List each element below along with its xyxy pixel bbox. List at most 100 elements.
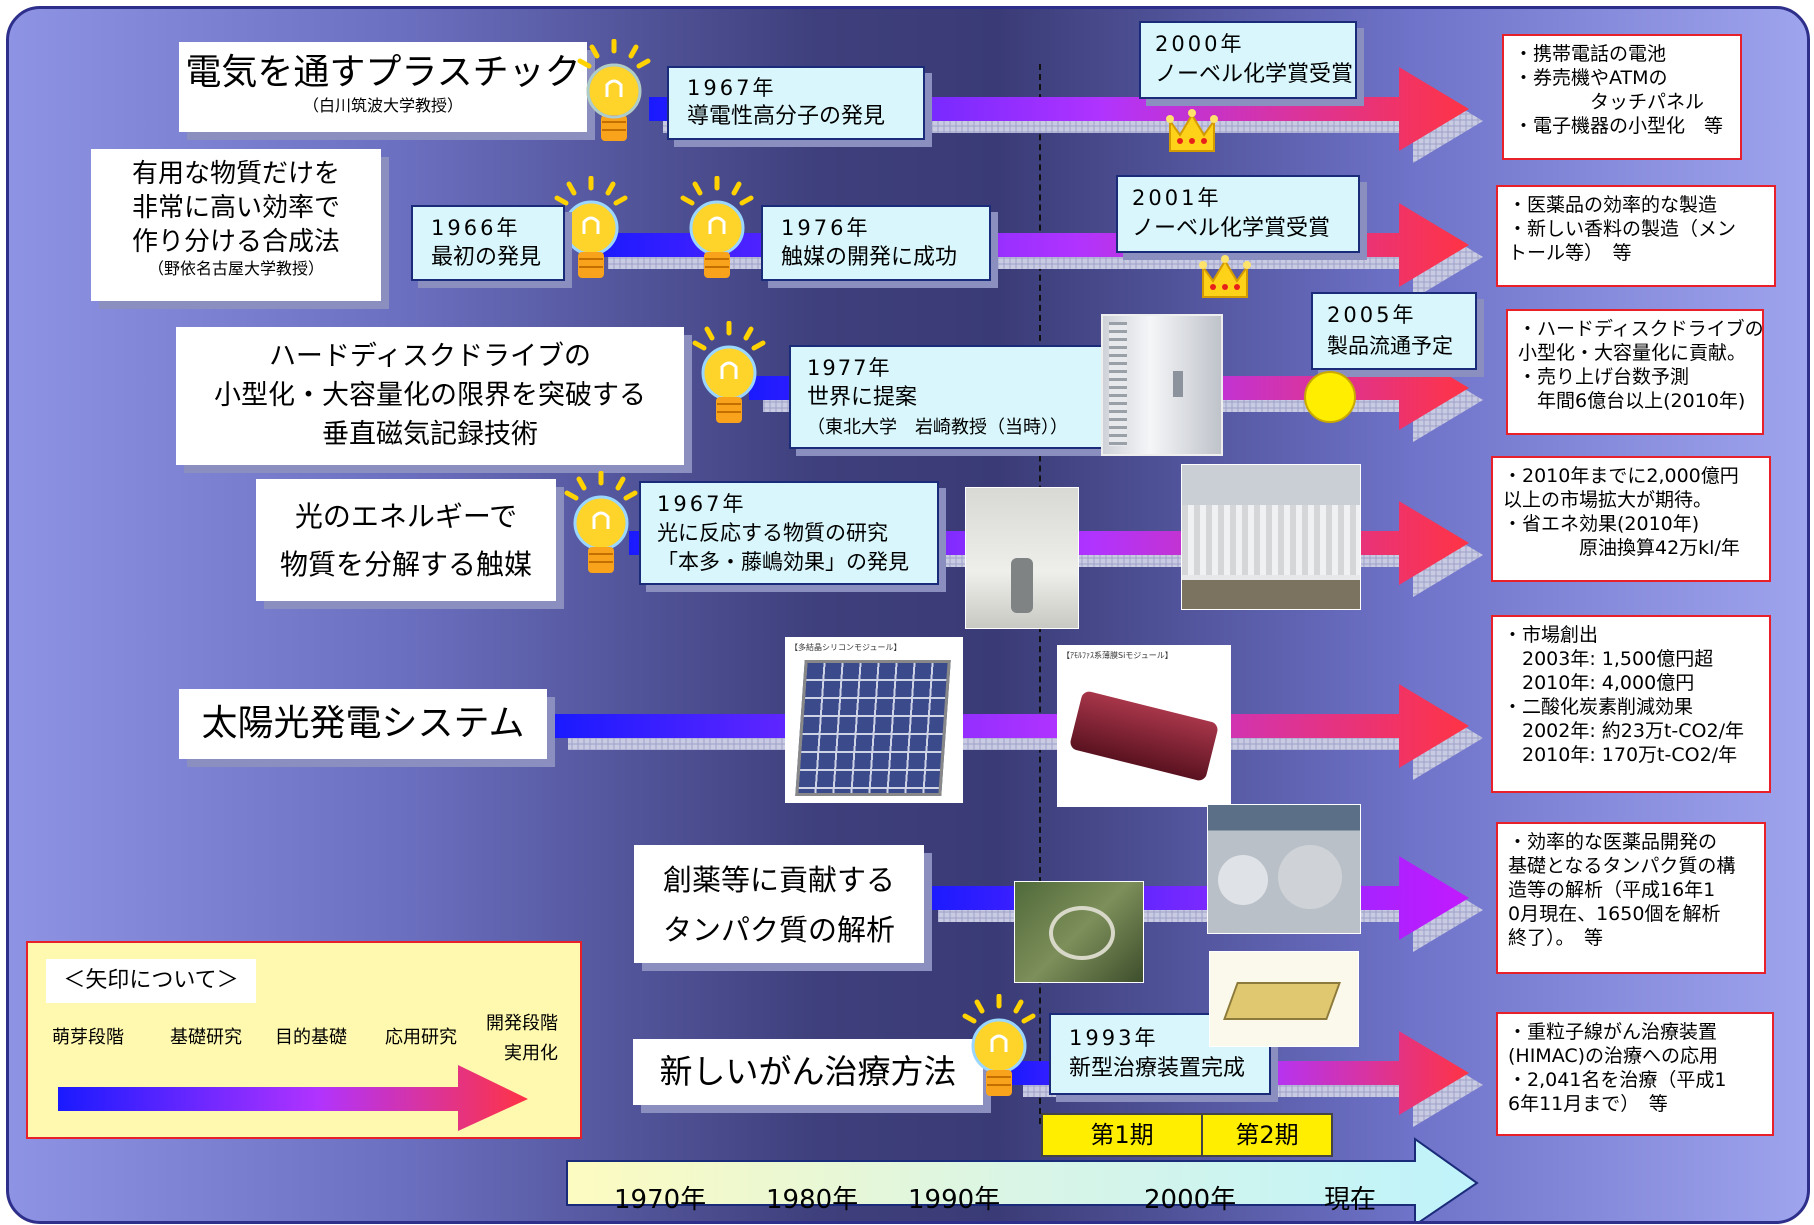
legend-stage-3: 目的基礎 — [275, 1027, 347, 1048]
legend-title: ＜矢印について＞ — [63, 968, 239, 993]
row-1-outcome-box: ・携帯電話の電池 ・券売機やATMの タッチパネル ・電子機器の小型化 等 — [1502, 34, 1742, 160]
outcome-line: ・市場創出 — [1503, 624, 1599, 646]
outcome-line: ・2,041名を治療（平成1 — [1508, 1069, 1727, 1091]
row-1-milestone-box: 1967年 導電性高分子の発見 — [667, 66, 925, 140]
legend-stage-2: 基礎研究 — [170, 1027, 242, 1048]
milestone-text: 触媒の開発に成功 — [781, 245, 958, 270]
crown-icon — [1166, 109, 1218, 152]
legend-arrow — [58, 1065, 528, 1131]
diagram-frame: 電気を通すプラスチック （白川筑波大学教授） 有用な物質だけを 非常に高い効率で… — [6, 6, 1810, 1224]
milestone-text: （東北大学 岩崎教授（当時）） — [807, 417, 1068, 438]
period-bar: 第1期 第2期 — [1041, 1113, 1333, 1157]
solar-panel-photo: 【多結晶シリコンモジュール】 — [785, 637, 963, 803]
row-4-outcome-box: ・2010年までに2,000億円 以上の市場拡大が期待。 ・省エネ効果(2010… — [1491, 456, 1771, 582]
solar-photo-label: 【多結晶シリコンモジュール】 — [790, 643, 902, 652]
milestone-year: 1967年 — [657, 492, 747, 516]
bathroom-photo — [965, 487, 1079, 629]
milestone-year: 1977年 — [807, 356, 892, 380]
legend-stage-5: 開発段階 — [486, 1013, 558, 1034]
light-bulb-icon — [554, 176, 628, 278]
outcome-line: ・ハードディスクドライブの — [1518, 318, 1764, 340]
outcome-line: 原油換算42万kl/年 — [1503, 537, 1740, 559]
row-1-title-box: 電気を通すプラスチック （白川筑波大学教授） — [179, 42, 587, 132]
timeline-label-1990: 1990年 — [908, 1185, 1001, 1215]
outcome-line: 2003年: 1,500億円超 — [1503, 648, 1714, 670]
row-7-outcome-box: ・重粒子線がん治療装置 (HIMAC)の治療への応用 ・2,041名を治療（平成… — [1496, 1012, 1774, 1136]
outcome-line: ・新しい香料の製造（メン — [1508, 218, 1737, 240]
row-1-subtitle: （白川筑波大学教授） — [302, 96, 463, 115]
outcome-line: 造等の解析（平成16年1 — [1508, 879, 1716, 901]
award-text: 製品流通予定 — [1327, 334, 1453, 358]
treatment-device-diagram — [1209, 951, 1359, 1047]
arrow-row-5 — [554, 684, 1483, 780]
row-1-award-box: 2000年 ノーベル化学賞受賞 — [1139, 21, 1357, 99]
row-3-award-box: 2005年 製品流通予定 — [1311, 292, 1477, 370]
light-bulb-icon — [564, 471, 638, 573]
row-5-title-box: 太陽光発電システム — [179, 689, 547, 759]
outcome-line: ・電子機器の小型化 等 — [1514, 115, 1724, 137]
outcome-line: ・2010年までに2,000億円 — [1503, 465, 1739, 487]
row-2-title-line-3: 作り分ける合成法 — [131, 227, 340, 257]
row-3-title-line-1: ハードディスクドライブの — [268, 341, 592, 372]
outcome-line: ・医薬品の効率的な製造 — [1508, 194, 1718, 216]
row-3-milestone-box: 1977年 世界に提案 （東北大学 岩崎教授（当時）） — [789, 345, 1103, 449]
outcome-line: 6年11月まで） 等 — [1508, 1093, 1668, 1115]
row-4-title-line-2: 物質を分解する触媒 — [279, 548, 532, 581]
row-2-title-line-1: 有用な物質だけを — [131, 159, 340, 189]
milestone-text: 最初の発見 — [431, 245, 542, 270]
milestone-year: 1976年 — [781, 216, 871, 240]
light-bulb-icon — [577, 39, 651, 141]
milestone-year: 1966年 — [431, 216, 521, 240]
building-photo — [1181, 464, 1361, 610]
outcome-line: タッチパネル — [1514, 91, 1705, 113]
row-4-title-line-1: 光のエネルギーで — [294, 500, 518, 533]
award-year: 2005年 — [1327, 303, 1417, 327]
hard-disk-drive-image — [1101, 314, 1223, 456]
outcome-line: 小型化・大容量化に貢献。 — [1518, 342, 1747, 364]
outcome-line: 2010年: 170万t-CO2/年 — [1503, 744, 1738, 766]
row-6-title-line-2: タンパク質の解析 — [662, 913, 895, 947]
arrow-row-1 — [649, 67, 1483, 163]
row-2-title-box: 有用な物質だけを 非常に高い効率で 作り分ける合成法 （野依名古屋大学教授） — [91, 149, 381, 301]
row-5-title: 太陽光発電システム — [201, 703, 525, 744]
outcome-line: ・券売機やATMの — [1514, 67, 1668, 89]
outcome-line: ・二酸化炭素削減効果 — [1503, 696, 1694, 718]
award-year: 2001年 — [1132, 186, 1222, 210]
row-6-outcome-box: ・効率的な医薬品開発の 基礎となるタンパク質の構 造等の解析（平成16年1 0月… — [1496, 822, 1766, 974]
row-3-title-line-2: 小型化・大容量化の限界を突破する — [214, 380, 646, 411]
row-2-milestone-box-2: 1976年 触媒の開発に成功 — [761, 205, 991, 281]
outcome-line: 2010年: 4,000億円 — [1503, 672, 1695, 694]
outcome-line: トール等） 等 — [1508, 242, 1632, 264]
outcome-line: ・売り上げ台数予測 — [1518, 366, 1690, 388]
legend-stage-4: 応用研究 — [385, 1027, 457, 1048]
milestone-year: 1967年 — [687, 76, 777, 100]
light-bulb-icon — [962, 994, 1036, 1096]
row-3-title-line-3: 垂直磁気記録技術 — [322, 419, 538, 450]
synchrotron-aerial-photo — [1014, 881, 1144, 983]
arrow-row-2 — [594, 203, 1483, 299]
row-6-title-line-1: 創薬等に貢献する — [662, 863, 895, 897]
outcome-line: 基礎となるタンパク質の構 — [1508, 855, 1736, 877]
row-7-milestone-box: 1993年 新型治療装置完成 — [1049, 1013, 1271, 1095]
legend-title-box: ＜矢印について＞ — [46, 959, 256, 1003]
outcome-line: 年間6億台以上(2010年) — [1518, 390, 1746, 412]
timeline-label-2000: 2000年 — [1144, 1185, 1237, 1215]
row-2-title-line-2: 非常に高い効率で — [131, 193, 340, 223]
period-2: 第2期 — [1235, 1121, 1299, 1149]
row-4-milestone-box: 1967年 光に反応する物質の研究 「本多・藤嶋効果」の発見 — [639, 481, 939, 585]
outcome-line: 0月現在、1650個を解析 — [1508, 903, 1721, 925]
research-facility-photo — [1207, 804, 1361, 934]
outcome-line: ・効率的な医薬品開発の — [1508, 831, 1718, 853]
legend-box: ＜矢印について＞ 萌芽段階 基礎研究 目的基礎 応用研究 開発段階 実用化 — [26, 941, 582, 1139]
row-5-outcome-box: ・市場創出 2003年: 1,500億円超 2010年: 4,000億円 ・二酸… — [1491, 615, 1771, 793]
timeline-arrow — [566, 1137, 1479, 1221]
row-2-award-box: 2001年 ノーベル化学賞受賞 — [1116, 175, 1360, 253]
legend-stage-1: 萌芽段階 — [52, 1027, 124, 1048]
row-2-subtitle: （野依名古屋大学教授） — [147, 259, 324, 278]
outcome-line: (HIMAC)の治療への応用 — [1508, 1045, 1719, 1067]
outcome-line: ・省エネ効果(2010年) — [1503, 513, 1700, 535]
release-marker-dot — [1304, 371, 1356, 423]
light-bulb-icon — [680, 176, 754, 278]
row-3-outcome-box: ・ハードディスクドライブの 小型化・大容量化に貢献。 ・売り上げ台数予測 年間6… — [1506, 309, 1764, 435]
row-1-title: 電気を通すプラスチック — [185, 52, 581, 93]
